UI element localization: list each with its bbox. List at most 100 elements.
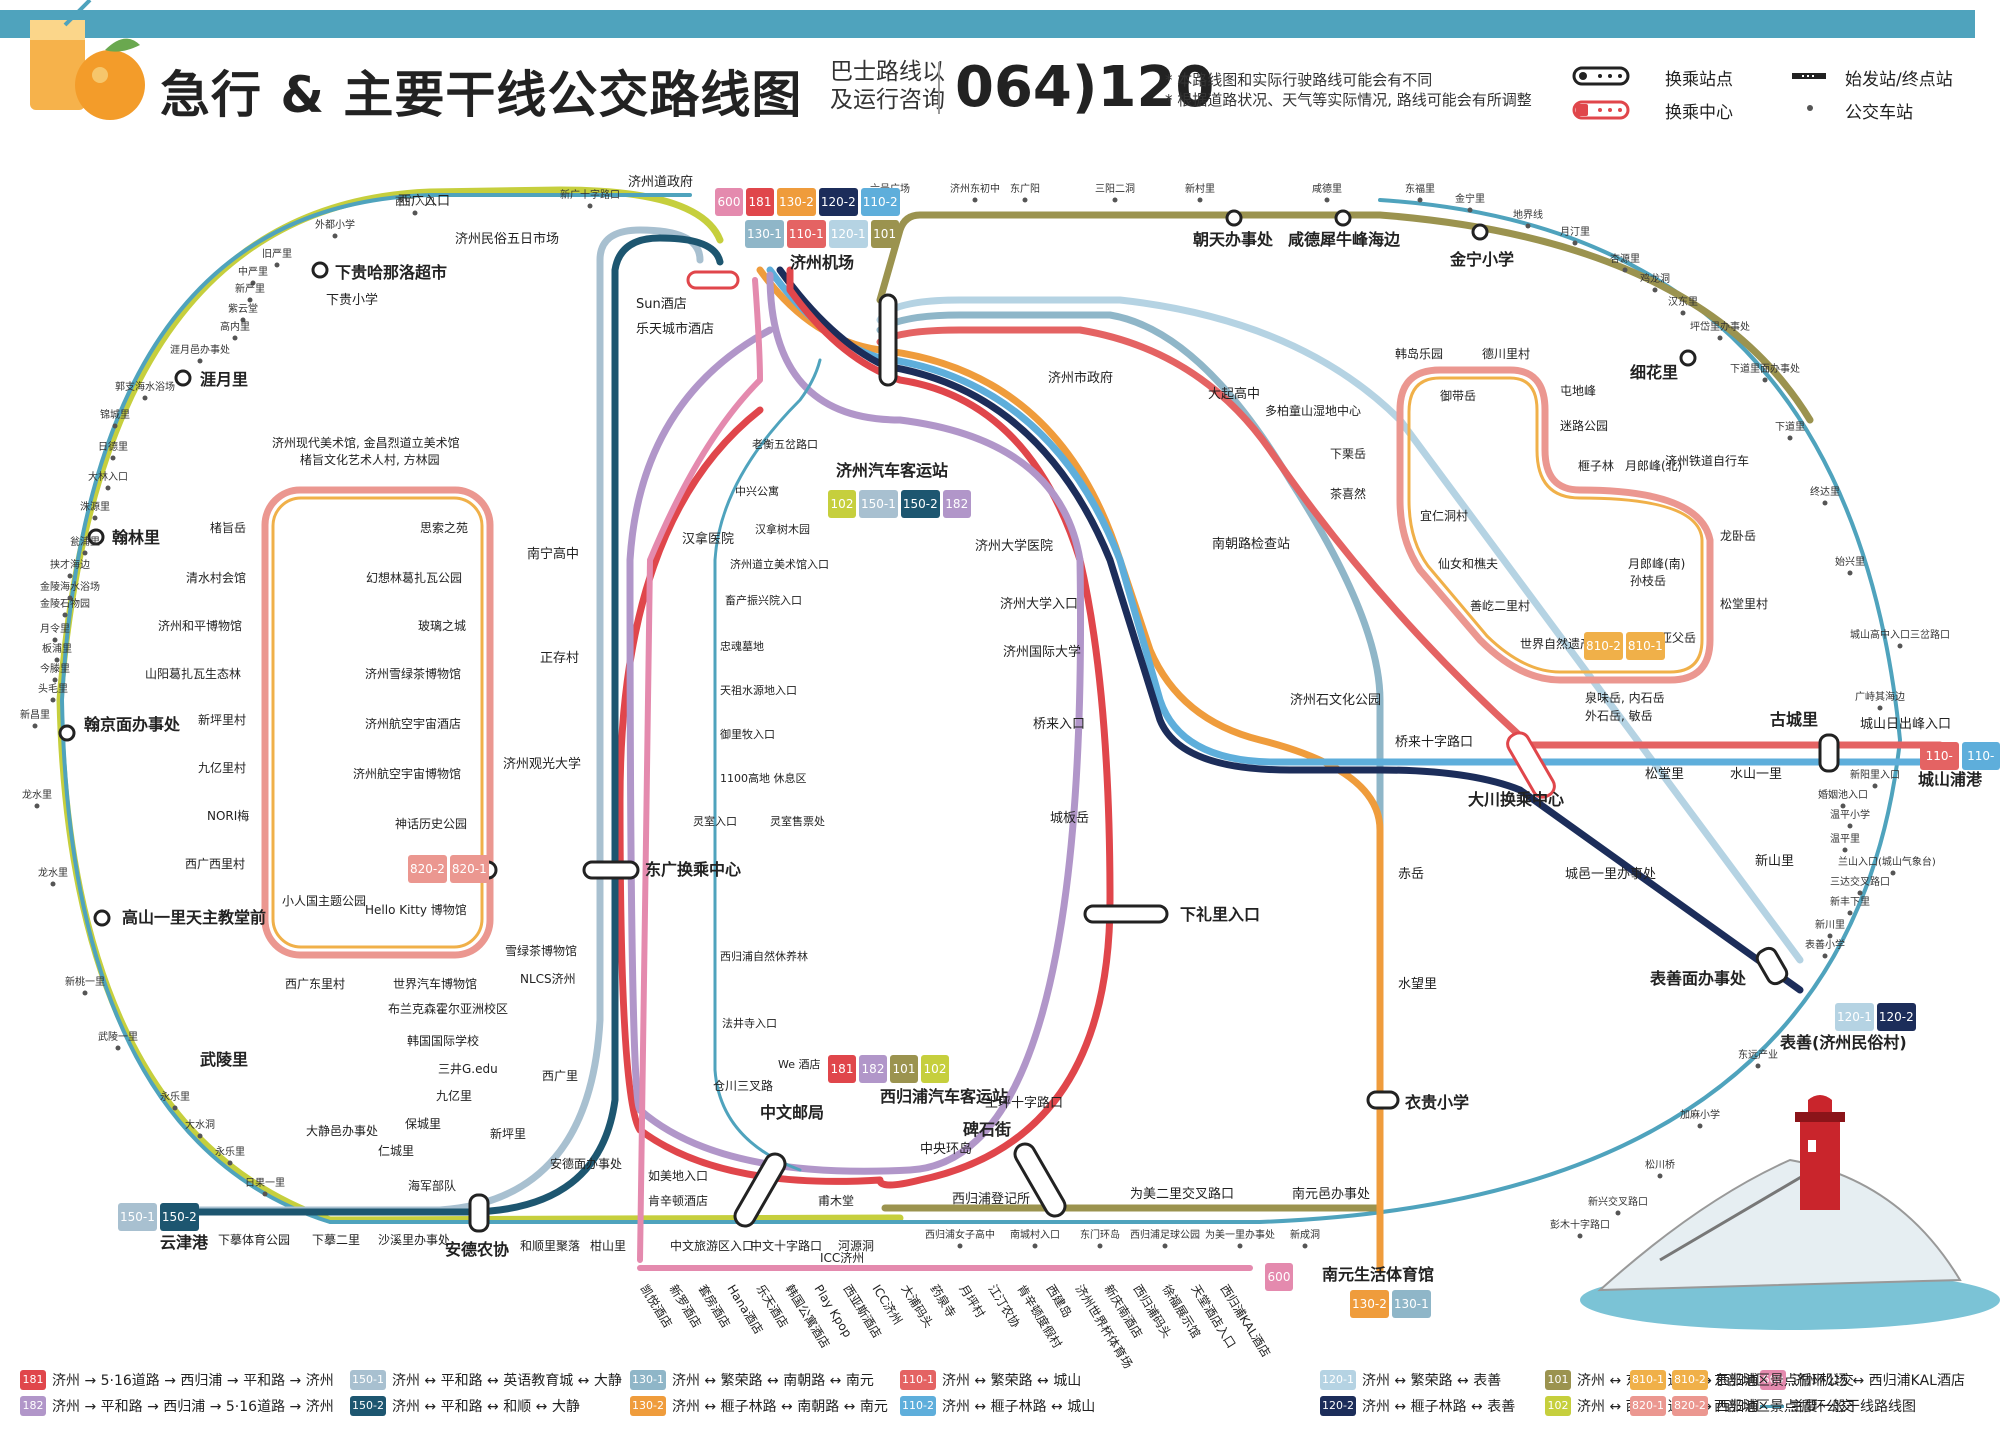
- minor-stop-label[interactable]: 龙水里: [38, 866, 68, 879]
- stop-marker-aewol[interactable]: [174, 369, 192, 387]
- major-stop-seogwipo-terminal[interactable]: 西归浦汽车客运站: [880, 1087, 1008, 1106]
- central-road-stop-label[interactable]: 西归浦自然休养林: [720, 949, 808, 963]
- route-badge-130-2[interactable]: 130-2: [777, 188, 816, 216]
- stop-label[interactable]: 沙溪里办事处: [378, 1232, 450, 1247]
- stop-stone-park[interactable]: 济州石文化公园: [1290, 693, 1381, 708]
- west-loop-stop-10[interactable]: 济州航空宇宙酒店: [365, 716, 461, 731]
- west-loop-stop-3[interactable]: 清水村会馆: [186, 570, 246, 585]
- west-loop-stop-6[interactable]: 玻璃之城: [418, 619, 466, 633]
- stop-label[interactable]: 新坪里: [490, 1126, 526, 1141]
- central-road-stop-label[interactable]: 畜产振兴院入口: [725, 593, 802, 607]
- minor-stop-label[interactable]: 下道里: [1775, 420, 1805, 433]
- west-loop-stop-9[interactable]: 新坪里村: [198, 712, 246, 727]
- minor-stop-label[interactable]: 锦城里: [100, 408, 130, 421]
- minor-stop-label[interactable]: 新村里: [1185, 182, 1215, 195]
- minor-stop-label[interactable]: 金陵海水浴场: [40, 580, 100, 593]
- major-stop-hallim[interactable]: 翰林里: [112, 528, 160, 547]
- major-stop-hamdeok[interactable]: 咸德犀牛峰海边: [1288, 230, 1401, 249]
- minor-stop-label[interactable]: 新丰下里: [1830, 895, 1870, 908]
- south-stop-label[interactable]: 月坪村: [956, 1282, 987, 1320]
- stop-label[interactable]: NLCS济州: [520, 971, 576, 986]
- minor-stop-label[interactable]: 新桃一里: [65, 975, 105, 988]
- route-badge-181[interactable]: 181: [746, 188, 774, 216]
- stop-label[interactable]: 大静邑办事处: [306, 1123, 378, 1138]
- central-road-stop-label[interactable]: 忠魂墓地: [720, 640, 764, 653]
- west-loop-stop-5[interactable]: 济州和平博物馆: [158, 618, 242, 633]
- stop-label[interactable]: 布兰克森霍尔亚洲校区: [388, 1001, 508, 1016]
- stop-lotte-city-hotel[interactable]: 乐天城市酒店: [636, 321, 714, 337]
- minor-stop-label[interactable]: 新川里: [1815, 918, 1845, 931]
- route-badge-150-1[interactable]: 150-1: [859, 490, 898, 518]
- minor-stop-label[interactable]: 新广十字路口: [560, 188, 620, 201]
- east-loop-stop-5[interactable]: 多柏童山湿地中心: [1265, 403, 1361, 418]
- stop-marker-gusung[interactable]: [1818, 733, 1840, 773]
- stop-marker-ande[interactable]: [468, 1193, 490, 1233]
- major-stop-gosan[interactable]: 高山一里天主教堂前: [122, 908, 266, 927]
- central-road-stop-label[interactable]: 御里牧入口: [720, 727, 775, 741]
- stop-marker-airport[interactable]: [686, 270, 740, 290]
- minor-stop-label[interactable]: 东远产业: [1738, 1048, 1778, 1061]
- south-stop-label[interactable]: 西建岛: [1043, 1282, 1075, 1320]
- route-badge-110-1[interactable]: 110-1: [786, 220, 826, 248]
- minor-stop-label[interactable]: 龙水里: [22, 788, 52, 801]
- central-road-stop-label[interactable]: 中兴公寓: [735, 484, 779, 498]
- minor-stop-label[interactable]: 西归浦足球公园: [1130, 1228, 1200, 1241]
- east-loop-stop-9[interactable]: 月郎峰(北): [1625, 459, 1682, 473]
- stop-marker-hagwi[interactable]: [311, 261, 329, 279]
- minor-stop-label[interactable]: 大水洞: [185, 1118, 215, 1131]
- west-loop-stop-17[interactable]: Hello Kitty 博物馆: [365, 902, 467, 917]
- route-badge-182[interactable]: 182: [859, 1055, 887, 1083]
- stop-label[interactable]: ICC济州: [820, 1250, 864, 1265]
- minor-stop-label[interactable]: 终达里: [1810, 485, 1840, 498]
- stop-seongeup1[interactable]: 城邑一里办事处: [1565, 867, 1656, 882]
- stop-provincial-office[interactable]: 济州道政府: [628, 175, 693, 190]
- minor-stop-label[interactable]: 月令里: [40, 622, 70, 635]
- stop-sinsan[interactable]: 新山里: [1755, 853, 1794, 869]
- minor-stop-label[interactable]: 中严里: [238, 265, 268, 278]
- west-loop-stop-15[interactable]: 西广西里村: [185, 857, 245, 871]
- route-badge-150-2[interactable]: 150-2: [900, 490, 940, 518]
- east-loop-stop-21[interactable]: 泉味岳, 内石岳: [1585, 691, 1665, 705]
- major-stop-jungmun[interactable]: 中文邮局: [760, 1103, 824, 1122]
- stop-marker-jungmun[interactable]: [731, 1150, 788, 1229]
- stop-daegi-high[interactable]: 大起高中: [1208, 386, 1260, 402]
- stop-label[interactable]: 河源洞: [838, 1239, 874, 1253]
- stop-jnu-hospital[interactable]: 济州大学医院: [975, 538, 1053, 554]
- minor-stop-label[interactable]: 今滕里: [40, 662, 70, 675]
- minor-stop-label[interactable]: 永乐里: [215, 1145, 245, 1158]
- stop-marker-jocheon[interactable]: [1225, 209, 1243, 227]
- minor-stop-label[interactable]: 坪岱里办事处: [1690, 320, 1750, 333]
- minor-stop-label[interactable]: 鸡龙洞: [1640, 272, 1670, 285]
- major-stop-gusung[interactable]: 古城里: [1770, 710, 1818, 729]
- major-stop-seongsan[interactable]: 城山浦港: [1918, 770, 1983, 789]
- stop-label[interactable]: 仁城里: [378, 1144, 414, 1158]
- minor-stop-label[interactable]: 金宁里: [1455, 192, 1485, 205]
- major-stop-uigwi[interactable]: 衣贵小学: [1405, 1093, 1469, 1112]
- minor-stop-label[interactable]: 高内里: [220, 320, 250, 333]
- stop-namjo-checkpoint[interactable]: 南朝路检查站: [1212, 536, 1290, 552]
- east-loop-stop-12[interactable]: 宜仁洞村: [1420, 508, 1468, 523]
- route-badge-820-2[interactable]: 820-2: [408, 855, 447, 883]
- central-road-stop-label[interactable]: 老衡五岔路口: [752, 438, 818, 451]
- central-road-stop-label[interactable]: 1100高地 休息区: [720, 771, 807, 785]
- stop-jeogak[interactable]: 赤岳: [1398, 867, 1424, 882]
- route-badge-600[interactable]: 600: [1265, 1263, 1293, 1291]
- east-loop-stop-8[interactable]: 榧子林: [1578, 459, 1614, 473]
- route-badge-102[interactable]: 102: [828, 490, 856, 518]
- stop-songdang[interactable]: 松堂里: [1645, 767, 1684, 782]
- stop-label[interactable]: 三井G.edu: [438, 1062, 498, 1076]
- stop-seogwipo-registry[interactable]: 西归浦登记所: [952, 1192, 1030, 1207]
- central-road-stop-label[interactable]: 济州道立美术馆入口: [730, 557, 829, 571]
- major-stop-unjin[interactable]: 云津港: [160, 1233, 209, 1252]
- route-badge-130-2[interactable]: 130-2: [1350, 1290, 1389, 1318]
- stop-label[interactable]: 中文十字路口: [750, 1238, 822, 1253]
- minor-stop-label[interactable]: 郭支海水浴场: [115, 380, 175, 393]
- stop-sunrise-peak-entrance[interactable]: 城山日出峰入口: [1860, 717, 1951, 732]
- east-loop-stop-1[interactable]: 韩岛乐园: [1395, 346, 1443, 361]
- central-road-stop-label[interactable]: 汉拿树木园: [755, 522, 810, 536]
- east-loop-stop-16[interactable]: 月郎峰(南): [1628, 556, 1685, 571]
- stop-marker-pyoseon[interactable]: [1754, 945, 1789, 986]
- stop-label[interactable]: 肯辛顿酒店: [648, 1194, 708, 1208]
- minor-stop-label[interactable]: 新兴交叉路口: [1588, 1195, 1648, 1208]
- minor-stop-label[interactable]: 东福里: [1405, 182, 1435, 195]
